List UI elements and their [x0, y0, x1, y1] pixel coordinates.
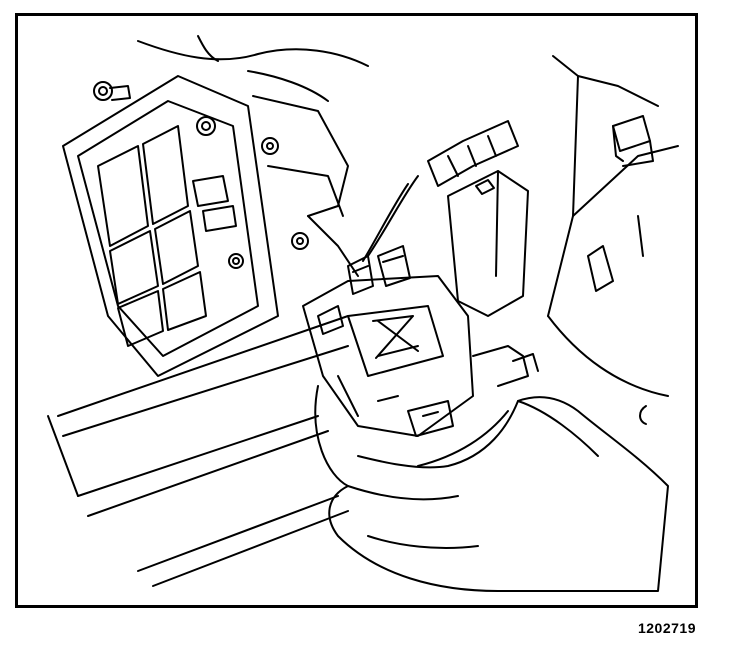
module-box	[447, 170, 529, 317]
line-illustration	[47, 35, 679, 592]
figure-number: 1202719	[637, 620, 696, 636]
column-bracket	[252, 95, 359, 277]
illustration-frame	[15, 13, 698, 608]
ignition-switch	[302, 245, 539, 437]
harness-connector	[362, 120, 519, 262]
hand	[314, 385, 669, 592]
upper-wiring	[137, 35, 369, 102]
small-box	[612, 115, 654, 167]
lower-dashboard	[47, 315, 349, 587]
right-panel	[547, 55, 679, 425]
panel-frame	[62, 75, 309, 377]
